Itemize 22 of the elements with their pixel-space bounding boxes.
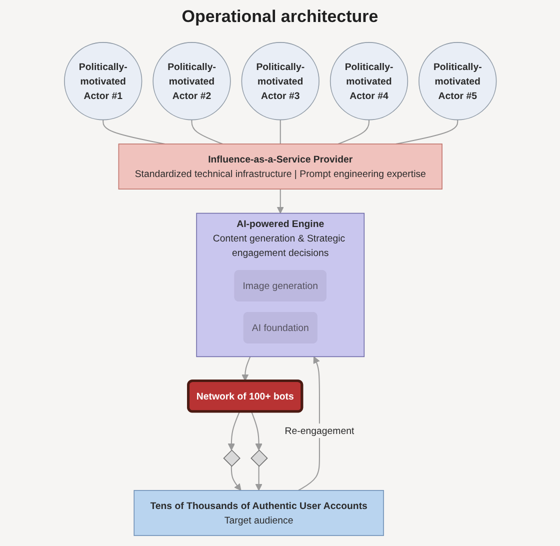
arrow xyxy=(254,466,262,491)
node-diamond xyxy=(250,450,268,467)
node-circle: Politically-motivated Actor #2 xyxy=(152,42,230,120)
node-diamond xyxy=(222,450,240,467)
node-circle: Politically-motivated Actor #3 xyxy=(240,42,320,120)
node-box: Tens of Thousands of Authentic User Accounts Target audience xyxy=(133,490,384,536)
arrow xyxy=(230,466,241,491)
node-circle: Politically-motivated Actor #1 xyxy=(64,42,142,120)
arrow xyxy=(241,356,250,382)
arrow xyxy=(298,356,320,491)
connector xyxy=(102,120,165,144)
edge-label: Re-engagement xyxy=(284,425,354,436)
arrow xyxy=(228,412,240,450)
arrow xyxy=(250,412,262,450)
node-circle: Politically-motivated Actor #4 xyxy=(330,42,408,120)
diagram-title: Operational architecture xyxy=(182,6,378,28)
connector xyxy=(338,120,370,144)
node-circle: Politically-motivated Actor #5 xyxy=(418,42,496,120)
connector xyxy=(279,120,281,144)
connector xyxy=(190,120,222,144)
arrow xyxy=(276,189,284,214)
node-box: Influence-as-a-Service Provider Standardized technical infrastructure | Prompt engineering expertise xyxy=(118,144,442,190)
